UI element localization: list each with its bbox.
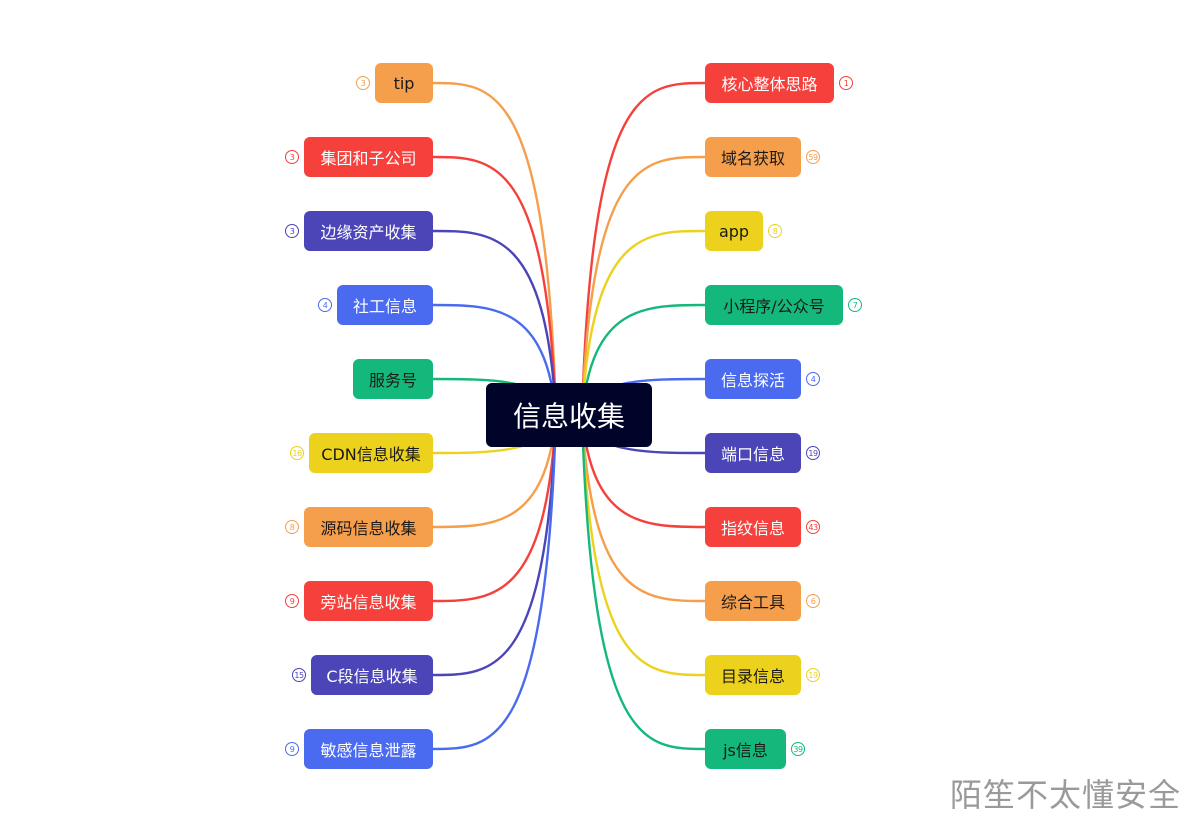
branch-label: 端口信息 bbox=[720, 445, 785, 464]
branch-label: 社工信息 bbox=[352, 297, 417, 316]
right-connector-line bbox=[580, 414, 706, 751]
left-branch-node[interactable]: tip bbox=[375, 63, 433, 103]
branch-label: CDN信息收集 bbox=[321, 445, 421, 464]
branch-count-badge: 19 bbox=[806, 668, 820, 682]
branch-label: 源码信息收集 bbox=[320, 519, 417, 538]
branch-count-badge: 16 bbox=[290, 446, 304, 460]
right-connector-line bbox=[580, 414, 706, 603]
branch-count-badge: 4 bbox=[806, 372, 820, 386]
right-connector-line bbox=[580, 414, 706, 529]
watermark: 陌笙不太懂安全 bbox=[949, 776, 1181, 814]
root-node[interactable]: 信息收集 bbox=[486, 383, 652, 447]
branch-count-badge: 7 bbox=[848, 298, 862, 312]
branch-count-badge: 9 bbox=[285, 742, 299, 756]
branch-label: 小程序/公众号 bbox=[723, 297, 825, 316]
branch-label: 域名获取 bbox=[720, 149, 785, 168]
right-branch-node[interactable]: 端口信息 bbox=[705, 433, 801, 473]
right-connector-line bbox=[580, 81, 706, 416]
branch-label: 集团和子公司 bbox=[320, 149, 417, 168]
right-connector-line bbox=[580, 229, 706, 416]
right-branch-node[interactable]: js信息 bbox=[705, 729, 786, 769]
branch-label: 核心整体思路 bbox=[721, 75, 818, 94]
right-connector-line bbox=[580, 414, 706, 677]
branch-label: tip bbox=[393, 73, 415, 93]
branch-count-badge: 1 bbox=[839, 76, 853, 90]
branch-count-badge: 8 bbox=[285, 520, 299, 534]
right-connector-line bbox=[580, 155, 706, 416]
right-branch-node[interactable]: 指纹信息 bbox=[705, 507, 801, 547]
right-branch-node[interactable]: app bbox=[705, 211, 763, 251]
branch-label: 旁站信息收集 bbox=[320, 593, 417, 612]
right-branch-node[interactable]: 目录信息 bbox=[705, 655, 801, 695]
right-branch-node[interactable]: 信息探活 bbox=[705, 359, 801, 399]
branch-label: 综合工具 bbox=[720, 593, 785, 612]
left-branch-node[interactable]: 旁站信息收集 bbox=[304, 581, 433, 621]
left-connector-line bbox=[432, 303, 558, 416]
branch-count-badge: 19 bbox=[806, 446, 820, 460]
left-connector-line bbox=[432, 229, 558, 416]
left-branch-node[interactable]: 服务号 bbox=[353, 359, 433, 399]
branch-count-badge: 6 bbox=[806, 594, 820, 608]
left-branch-node[interactable]: CDN信息收集 bbox=[309, 433, 433, 473]
branch-label: js信息 bbox=[723, 741, 768, 760]
branch-label: 指纹信息 bbox=[720, 519, 785, 538]
right-connector-line bbox=[580, 303, 706, 416]
right-branch-node[interactable]: 域名获取 bbox=[705, 137, 801, 177]
branch-count-badge: 3 bbox=[285, 150, 299, 164]
branch-label: 敏感信息泄露 bbox=[320, 741, 417, 760]
branch-count-badge: 3 bbox=[285, 224, 299, 238]
branch-count-badge: 15 bbox=[292, 668, 306, 682]
branch-label: 信息探活 bbox=[720, 371, 785, 390]
branch-label: 边缘资产收集 bbox=[320, 223, 417, 242]
branch-count-badge: 3 bbox=[356, 76, 370, 90]
right-branch-node[interactable]: 小程序/公众号 bbox=[705, 285, 843, 325]
left-branch-node[interactable]: 社工信息 bbox=[337, 285, 433, 325]
branch-label: 目录信息 bbox=[720, 667, 785, 686]
branch-label: app bbox=[718, 221, 750, 241]
left-branch-node[interactable]: 源码信息收集 bbox=[304, 507, 433, 547]
branch-count-badge: 39 bbox=[791, 742, 805, 756]
right-branch-node[interactable]: 核心整体思路 bbox=[705, 63, 834, 103]
left-connector-line bbox=[432, 81, 558, 416]
branch-count-badge: 8 bbox=[768, 224, 782, 238]
branch-label: 服务号 bbox=[368, 371, 417, 390]
right-branch-node[interactable]: 综合工具 bbox=[705, 581, 801, 621]
left-connector-line bbox=[432, 414, 558, 677]
left-connector-line bbox=[432, 414, 558, 603]
branch-count-badge: 4 bbox=[318, 298, 332, 312]
left-connector-line bbox=[432, 155, 558, 416]
branch-label: C段信息收集 bbox=[326, 667, 418, 686]
left-branch-node[interactable]: 集团和子公司 bbox=[304, 137, 433, 177]
branch-count-badge: 43 bbox=[806, 520, 820, 534]
left-branch-node[interactable]: C段信息收集 bbox=[311, 655, 433, 695]
branch-count-badge: 9 bbox=[285, 594, 299, 608]
left-connector-line bbox=[432, 414, 558, 751]
left-branch-node[interactable]: 敏感信息泄露 bbox=[304, 729, 433, 769]
left-branch-node[interactable]: 边缘资产收集 bbox=[304, 211, 433, 251]
branch-count-badge: 59 bbox=[806, 150, 820, 164]
left-connector-line bbox=[432, 414, 558, 529]
